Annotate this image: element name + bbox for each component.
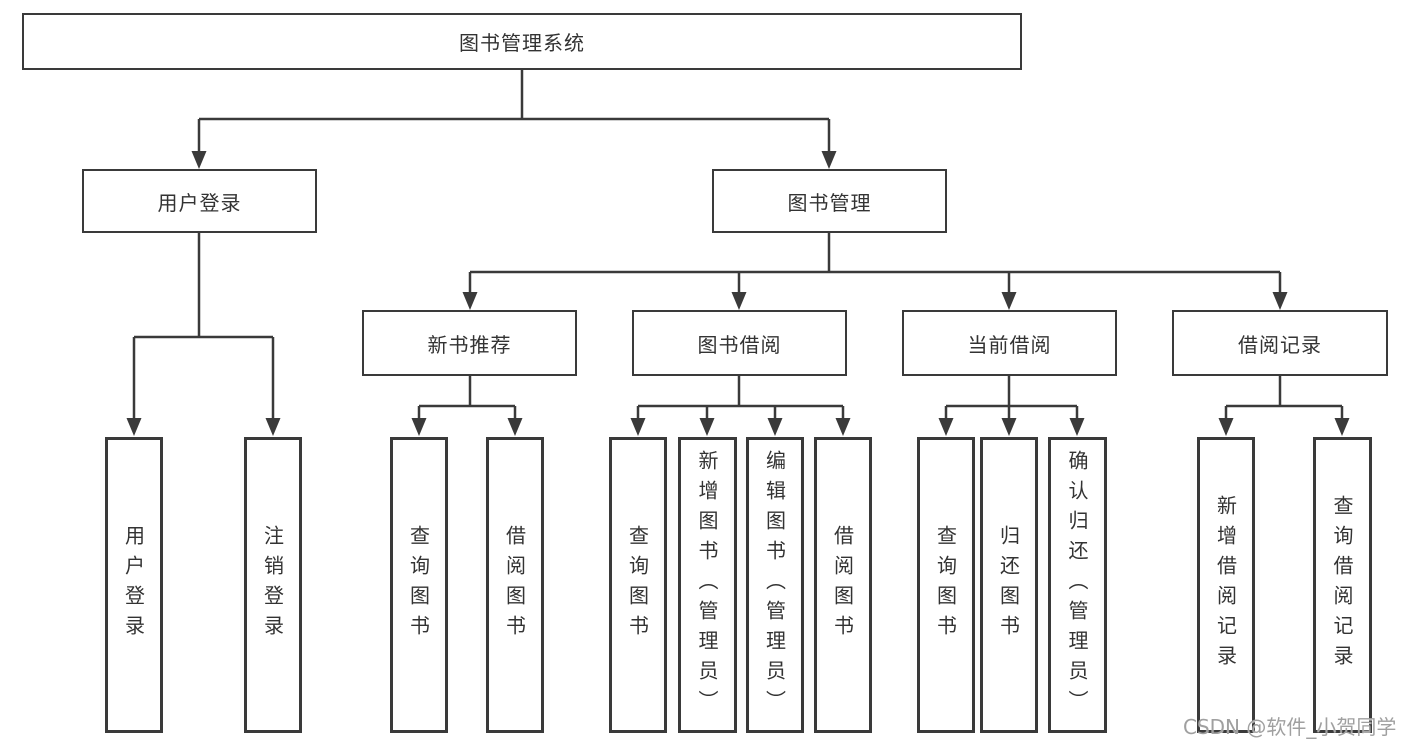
leaf-user-login-label: 用户登录 [121,525,146,645]
node-borrowing-records: 借阅记录 [1172,310,1388,376]
node-library-system: 图书管理系统 [22,13,1022,70]
node-current-borrowing-label: 当前借阅 [967,332,1052,357]
leaf-borrow-books-recommend: 借阅图书 [486,437,544,733]
node-current-borrowing: 当前借阅 [902,310,1117,376]
leaf-query-borrow-record: 查询借阅记录 [1313,437,1372,733]
leaf-query-books-recommend-label: 查询图书 [406,525,431,645]
node-new-book-recommendation-label: 新书推荐 [427,332,512,357]
node-library-system-label: 图书管理系统 [459,31,585,55]
node-user-login: 用户登录 [82,169,317,233]
leaf-query-borrow-record-label: 查询借阅记录 [1330,495,1354,675]
leaf-query-books-recommend: 查询图书 [390,437,448,733]
watermark: CSDN @软件_小贺同学 [1183,715,1397,739]
node-user-login-label: 用户登录 [157,190,242,215]
leaf-logout: 注销登录 [244,437,302,733]
leaf-edit-book-admin: 编辑图书（管理员） [746,437,804,733]
leaf-user-login: 用户登录 [105,437,163,733]
leaf-query-books-borrowing-label: 查询图书 [625,525,650,645]
leaf-confirm-return-admin: 确认归还（管理员） [1048,437,1107,733]
leaf-edit-book-admin-label: 编辑图书（管理员） [762,450,787,720]
node-book-borrowing-label: 图书借阅 [697,332,782,357]
node-book-management-label: 图书管理 [787,190,872,215]
leaf-logout-label: 注销登录 [260,525,285,645]
leaf-add-borrow-record: 新增借阅记录 [1197,437,1255,733]
leaf-query-books-borrowing: 查询图书 [609,437,667,733]
leaf-return-book-label: 归还图书 [996,525,1021,645]
leaf-add-borrow-record-label: 新增借阅记录 [1213,495,1238,675]
node-new-book-recommendation: 新书推荐 [362,310,577,376]
leaf-confirm-return-admin-label: 确认归还（管理员） [1065,450,1089,720]
leaf-borrow-books-borrowing: 借阅图书 [814,437,872,733]
leaf-add-book-admin: 新增图书（管理员） [678,437,737,733]
leaf-add-book-admin-label: 新增图书（管理员） [695,450,719,720]
node-borrowing-records-label: 借阅记录 [1238,332,1322,357]
leaf-query-books-current: 查询图书 [917,437,975,733]
leaf-borrow-books-recommend-label: 借阅图书 [502,525,527,645]
node-book-management: 图书管理 [712,169,947,233]
node-book-borrowing: 图书借阅 [632,310,847,376]
leaf-query-books-current-label: 查询图书 [933,525,958,645]
leaf-borrow-books-borrowing-label: 借阅图书 [830,525,855,645]
leaf-return-book: 归还图书 [980,437,1038,733]
